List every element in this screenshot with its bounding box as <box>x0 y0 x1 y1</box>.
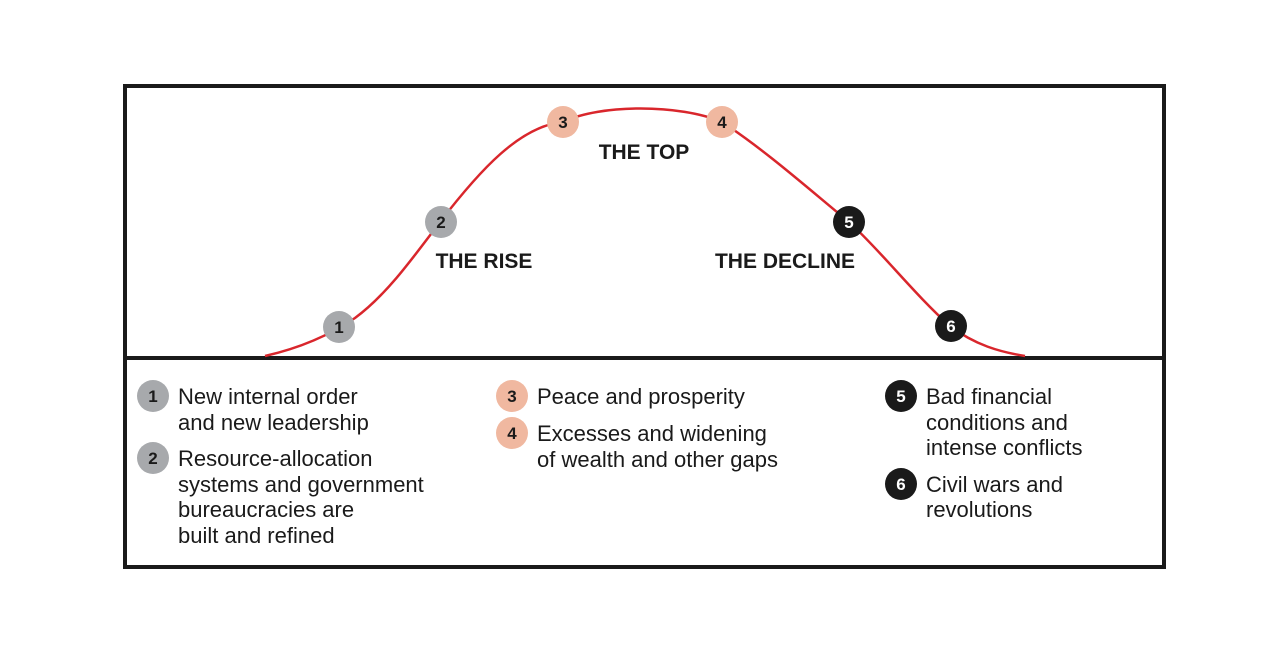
marker-number: 6 <box>946 317 955 336</box>
curve-marker-6: 6 <box>935 310 967 342</box>
legend-marker-number: 6 <box>896 475 905 494</box>
phase-label-decline: THE DECLINE <box>715 250 855 273</box>
legend-text: Resource-allocation systems and governme… <box>178 446 430 548</box>
legend-marker-circle <box>496 417 528 449</box>
legend-item-1: 1 New internal order and new leadership <box>137 380 369 435</box>
legend-line: Civil wars and <box>926 472 1063 497</box>
legend-line: revolutions <box>926 497 1032 522</box>
legend-marker-number: 2 <box>148 449 157 468</box>
legend-item-3: 3 Peace and prosperity <box>496 380 745 412</box>
marker-number: 1 <box>334 318 343 337</box>
marker-circle <box>323 311 355 343</box>
legend-item-4: 4 Excesses and widening of wealth and ot… <box>496 417 778 472</box>
marker-number: 4 <box>717 113 727 132</box>
legend-line: New internal order <box>178 384 358 409</box>
marker-circle <box>833 206 865 238</box>
curve-marker-3: 3 <box>547 106 579 138</box>
legend-line: bureaucracies are <box>178 497 354 522</box>
phase-label-rise: THE RISE <box>436 250 533 273</box>
legend-line: built and refined <box>178 523 335 548</box>
legend-marker-circle <box>137 442 169 474</box>
marker-circle <box>706 106 738 138</box>
legend-marker-circle <box>885 380 917 412</box>
legend-item-6: 6 Civil wars and revolutions <box>885 468 1069 522</box>
legend-text: Civil wars and revolutions <box>926 472 1069 522</box>
legend-line: and new leadership <box>178 410 369 435</box>
legend-marker-circle <box>885 468 917 500</box>
legend-text: Excesses and widening of wealth and othe… <box>537 421 778 472</box>
marker-circle <box>935 310 967 342</box>
legend-item-2: 2 Resource-allocation systems and govern… <box>137 442 430 548</box>
legend-marker-circle <box>496 380 528 412</box>
marker-circle <box>425 206 457 238</box>
legend-line: of wealth and other gaps <box>537 447 778 472</box>
marker-number: 3 <box>558 113 567 132</box>
curve-marker-4: 4 <box>706 106 738 138</box>
legend-line: Excesses and widening <box>537 421 767 446</box>
legend-marker-number: 1 <box>148 387 157 406</box>
legend-item-5: 5 Bad financial conditions and intense c… <box>885 380 1083 460</box>
legend-line: conditions and <box>926 410 1068 435</box>
legend-marker-circle <box>137 380 169 412</box>
legend-line: intense conflicts <box>926 435 1083 460</box>
legend-line: systems and government <box>178 472 424 497</box>
legend-text: Bad financial conditions and intense con… <box>926 384 1083 460</box>
legend-marker-number: 5 <box>896 387 905 406</box>
legend-marker-number: 3 <box>507 387 516 406</box>
curve-marker-2: 2 <box>425 206 457 238</box>
cycle-curve <box>264 107 1026 358</box>
curve-marker-5: 5 <box>833 206 865 238</box>
curve-marker-1: 1 <box>323 311 355 343</box>
legend-marker-number: 4 <box>507 424 517 443</box>
legend-text: Peace and prosperity <box>537 384 745 409</box>
legend-line: Peace and prosperity <box>537 384 745 409</box>
legend-text: New internal order and new leadership <box>178 384 369 435</box>
legend-line: Resource-allocation <box>178 446 372 471</box>
phase-label-top: THE TOP <box>599 141 690 164</box>
legend-line: Bad financial <box>926 384 1052 409</box>
legend: 1 New internal order and new leadership … <box>137 380 1083 548</box>
marker-number: 5 <box>844 213 853 232</box>
marker-number: 2 <box>436 213 445 232</box>
marker-circle <box>547 106 579 138</box>
diagram-frame <box>123 84 1166 569</box>
